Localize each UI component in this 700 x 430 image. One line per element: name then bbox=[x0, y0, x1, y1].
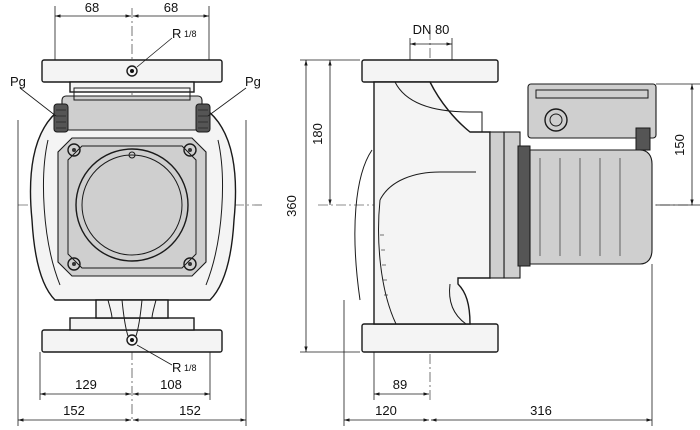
dim-89: 89 bbox=[393, 377, 407, 392]
front-view bbox=[18, 8, 262, 420]
side-view bbox=[318, 30, 696, 400]
dim-150: 150 bbox=[672, 134, 687, 156]
r-fraction-bottom: 1/8 bbox=[184, 363, 197, 373]
dim-dn80: DN 80 bbox=[413, 22, 450, 37]
r-label-top: R bbox=[172, 26, 181, 41]
r-label-bottom: R bbox=[172, 360, 181, 375]
dim-152-left: 152 bbox=[63, 403, 85, 418]
dimension-labels: 68 68 129 108 152 152 DN 80 360 180 150 … bbox=[63, 0, 687, 418]
dim-180: 180 bbox=[310, 123, 325, 145]
r-fraction-top: 1/8 bbox=[184, 29, 197, 39]
dim-120: 120 bbox=[375, 403, 397, 418]
callout-labels: Pg Pg R 1/8 R 1/8 bbox=[10, 26, 261, 375]
pg-label-right: Pg bbox=[245, 74, 261, 89]
dim-129: 129 bbox=[75, 377, 97, 392]
side-dimensions bbox=[300, 38, 700, 426]
dim-360: 360 bbox=[284, 195, 299, 217]
dim-68-left: 68 bbox=[85, 0, 99, 15]
dim-108: 108 bbox=[160, 377, 182, 392]
dim-316: 316 bbox=[530, 403, 552, 418]
pg-label-left: Pg bbox=[10, 74, 26, 89]
dim-152-right: 152 bbox=[179, 403, 201, 418]
front-dimensions bbox=[17, 6, 247, 426]
dim-68-right: 68 bbox=[164, 0, 178, 15]
